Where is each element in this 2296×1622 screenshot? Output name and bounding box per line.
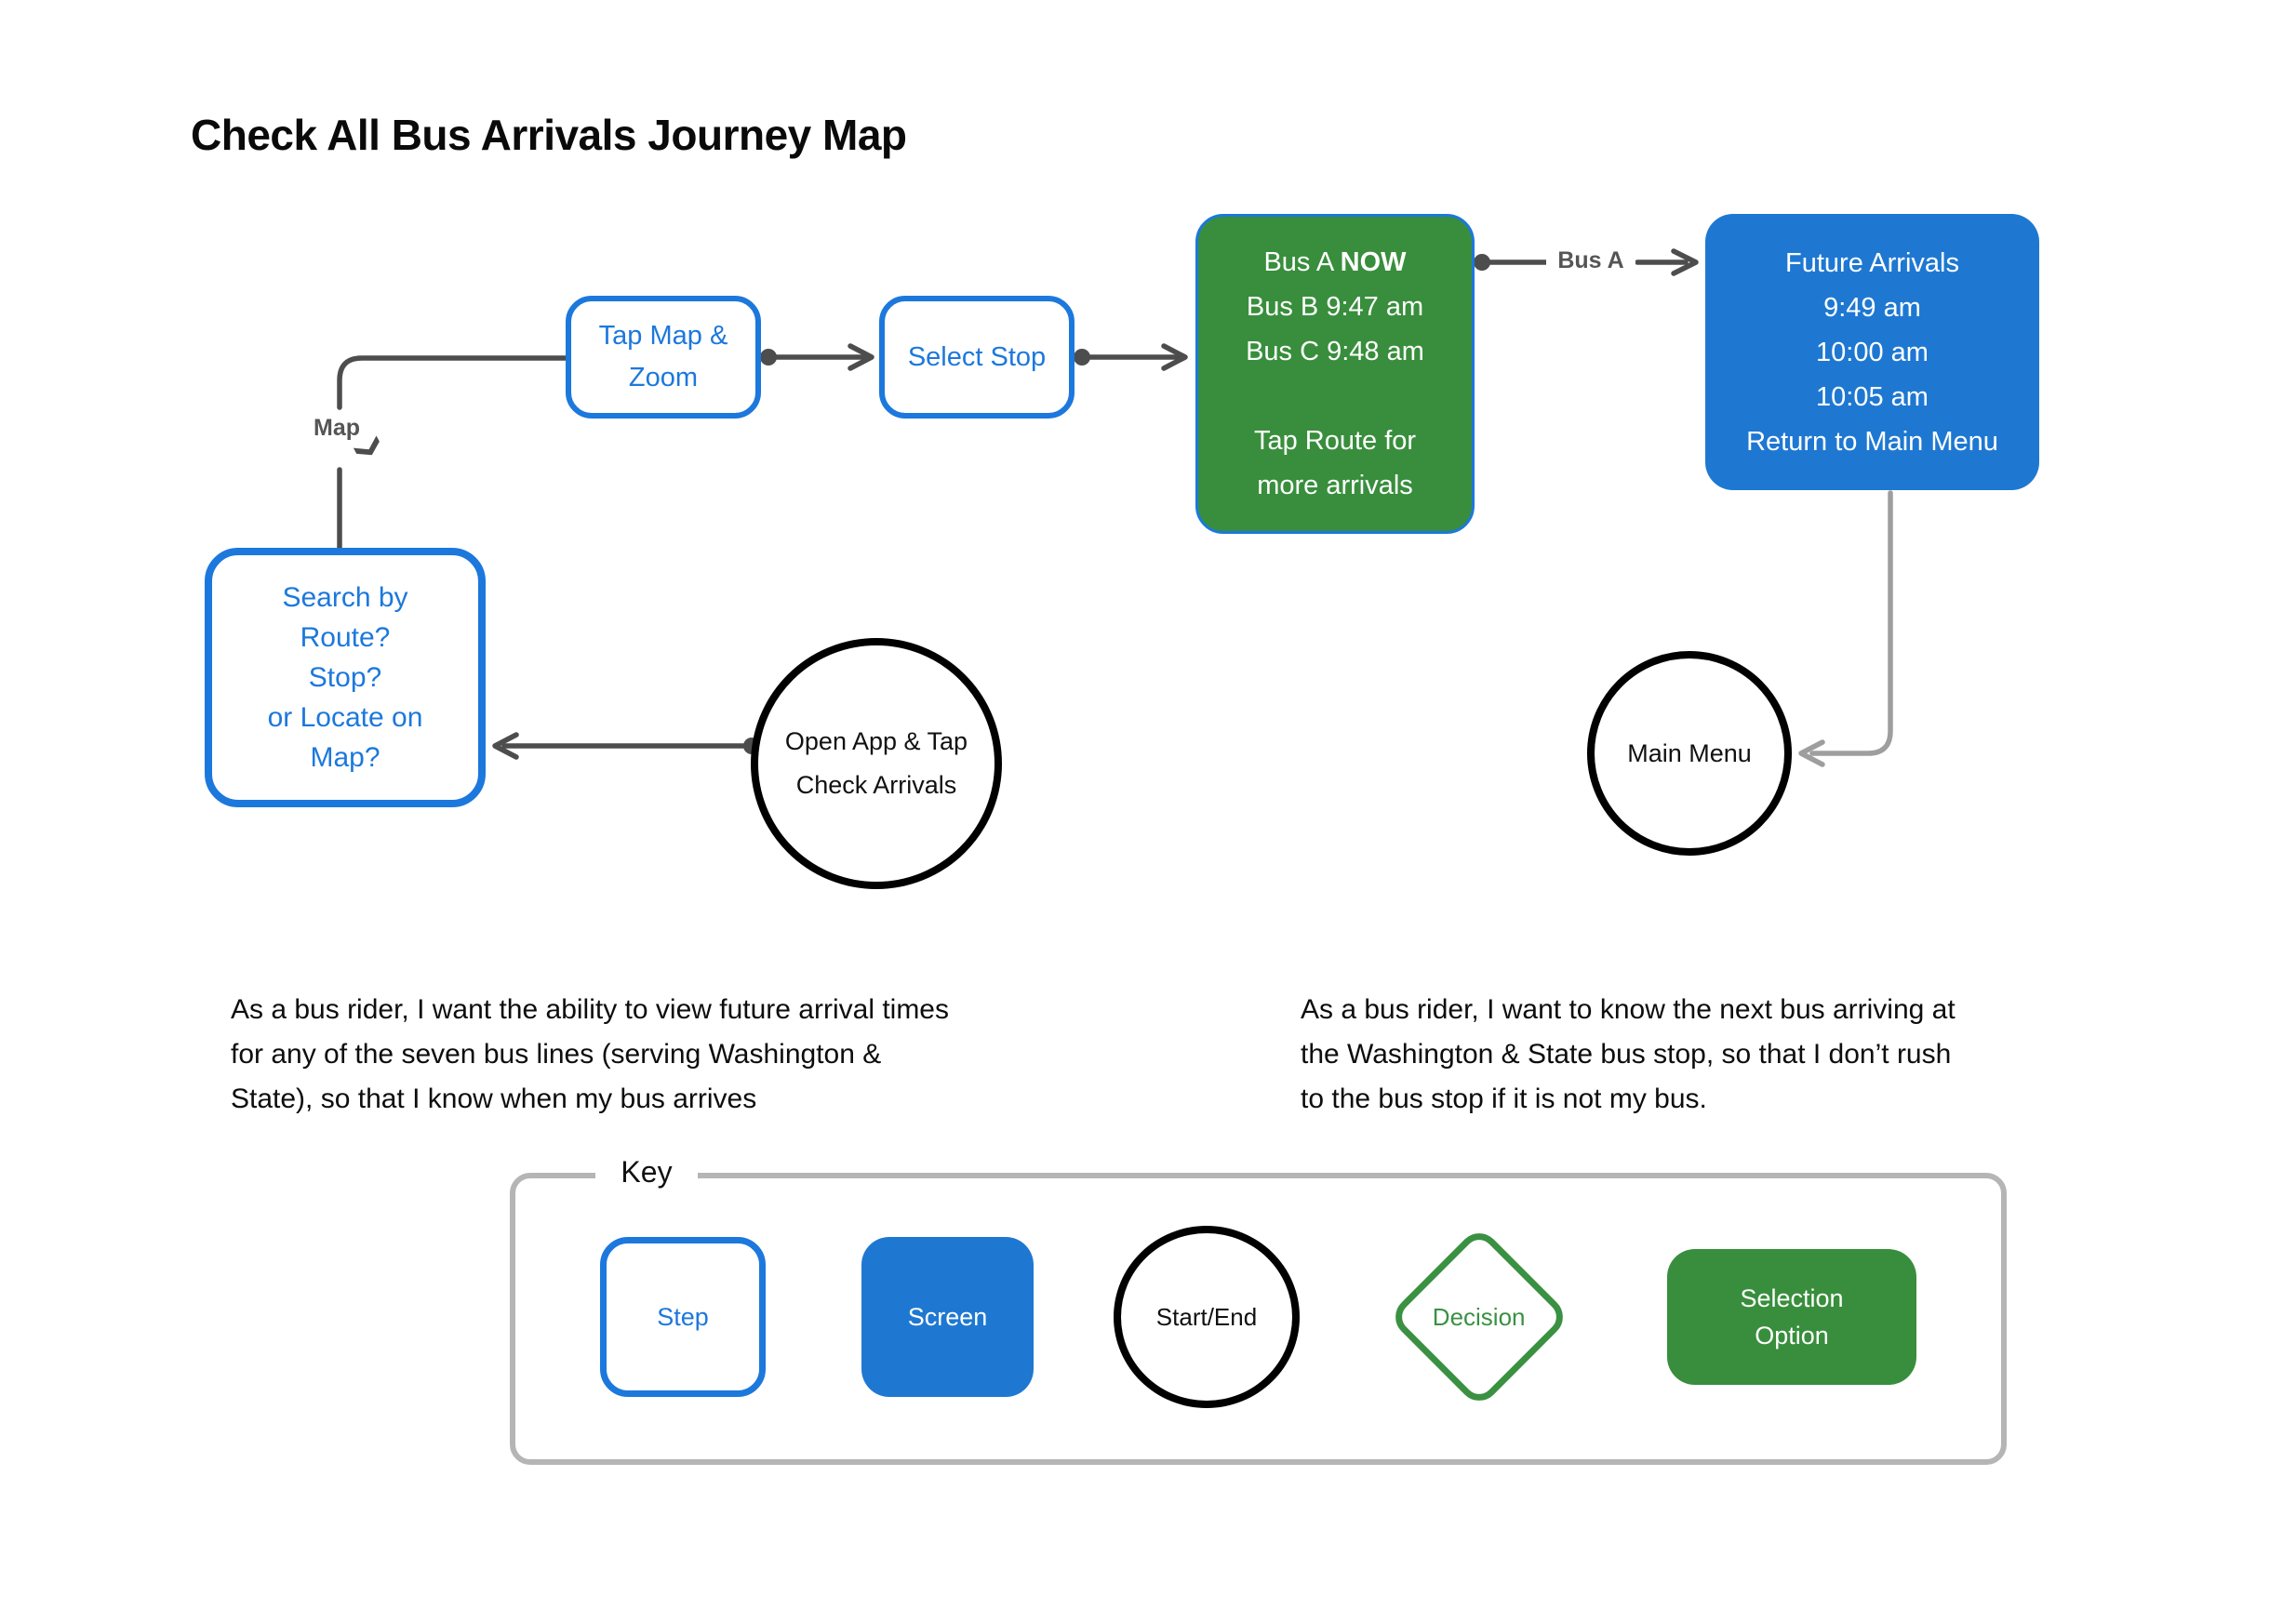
connector-search-to-tapmap: [337, 355, 570, 551]
node-step-tap-map-zoom: Tap Map & Zoom: [566, 296, 761, 419]
node-text-line: Tap Route for: [1253, 426, 1417, 456]
node-text-line: Future Arrivals: [1785, 247, 1959, 278]
page-title: Check All Bus Arrivals Journey Map: [191, 111, 907, 159]
node-text-line: Main Menu: [1627, 738, 1752, 767]
node-text-line: Tap Map &: [598, 321, 728, 351]
node-text-line: Map?: [310, 742, 380, 773]
key-item-start-end: Start/End: [1114, 1226, 1300, 1408]
node-start-open-app: Open App & Tap Check Arrivals: [751, 638, 1002, 889]
user-story-left: As a bus rider, I want the ability to vi…: [231, 994, 949, 1114]
key-item-selection-option: Selection Option: [1667, 1249, 1916, 1385]
key-item-screen: Screen: [861, 1237, 1034, 1397]
node-text-line: 10:00 am: [1816, 337, 1929, 367]
node-text-line: Check Arrivals: [795, 771, 957, 799]
node-text-line: Return to Main Menu: [1746, 426, 1998, 457]
node-text-line: Search by: [282, 582, 408, 613]
node-step-select-stop: Select Stop: [879, 296, 1075, 419]
node-text-line: 9:49 am: [1823, 292, 1921, 323]
key-item-label: Decision: [1433, 1302, 1526, 1331]
key-item-step: Step: [600, 1237, 766, 1397]
node-text-line: Route?: [300, 622, 391, 653]
connector-selectstop-to-arrivals: [1074, 343, 1188, 371]
connector-future-to-mainmenu: [1798, 490, 1893, 767]
node-text-line: Bus C 9:48 am: [1246, 337, 1424, 366]
user-story-right: As a bus rider, I want to know the next …: [1301, 994, 1956, 1114]
key-item-label: Selection Option: [1740, 1284, 1844, 1349]
node-text-line: Bus B 9:47 am: [1246, 292, 1424, 322]
node-text-line: or Locate on: [267, 702, 423, 733]
connector-tapmap-to-selectstop: [760, 343, 874, 371]
node-end-main-menu: Main Menu: [1587, 651, 1792, 856]
key-item-label: Start/End: [1155, 1302, 1258, 1331]
key-item-label: Screen: [907, 1302, 988, 1331]
key-item-label: Step: [657, 1302, 709, 1331]
node-selection-arrivals-list: Bus A NOW Bus B 9:47 am Bus C 9:48 am Ta…: [1195, 214, 1475, 534]
node-text-line: Select Stop: [907, 341, 1047, 372]
node-text-line: Bus A NOW: [1263, 247, 1407, 277]
connector-label-bus-a: Bus A: [1546, 247, 1635, 274]
connector-arrivals-to-future: [1474, 248, 1699, 276]
node-text-line: Stop?: [308, 662, 382, 693]
connector-label-map: Map: [290, 415, 383, 467]
node-screen-future-arrivals: Future Arrivals 9:49 am 10:00 am 10:05 a…: [1705, 214, 2039, 490]
node-text-line: 10:05 am: [1816, 381, 1929, 412]
node-text-line: Zoom: [628, 363, 699, 392]
node-text-line: more arrivals: [1257, 471, 1413, 500]
node-decision-search-by: Search by Route? Stop? or Locate on Map?: [205, 548, 486, 807]
connector-openapp-to-search: [492, 732, 760, 760]
node-text-line: Open App & Tap: [784, 727, 968, 755]
key-title: Key: [595, 1153, 698, 1200]
